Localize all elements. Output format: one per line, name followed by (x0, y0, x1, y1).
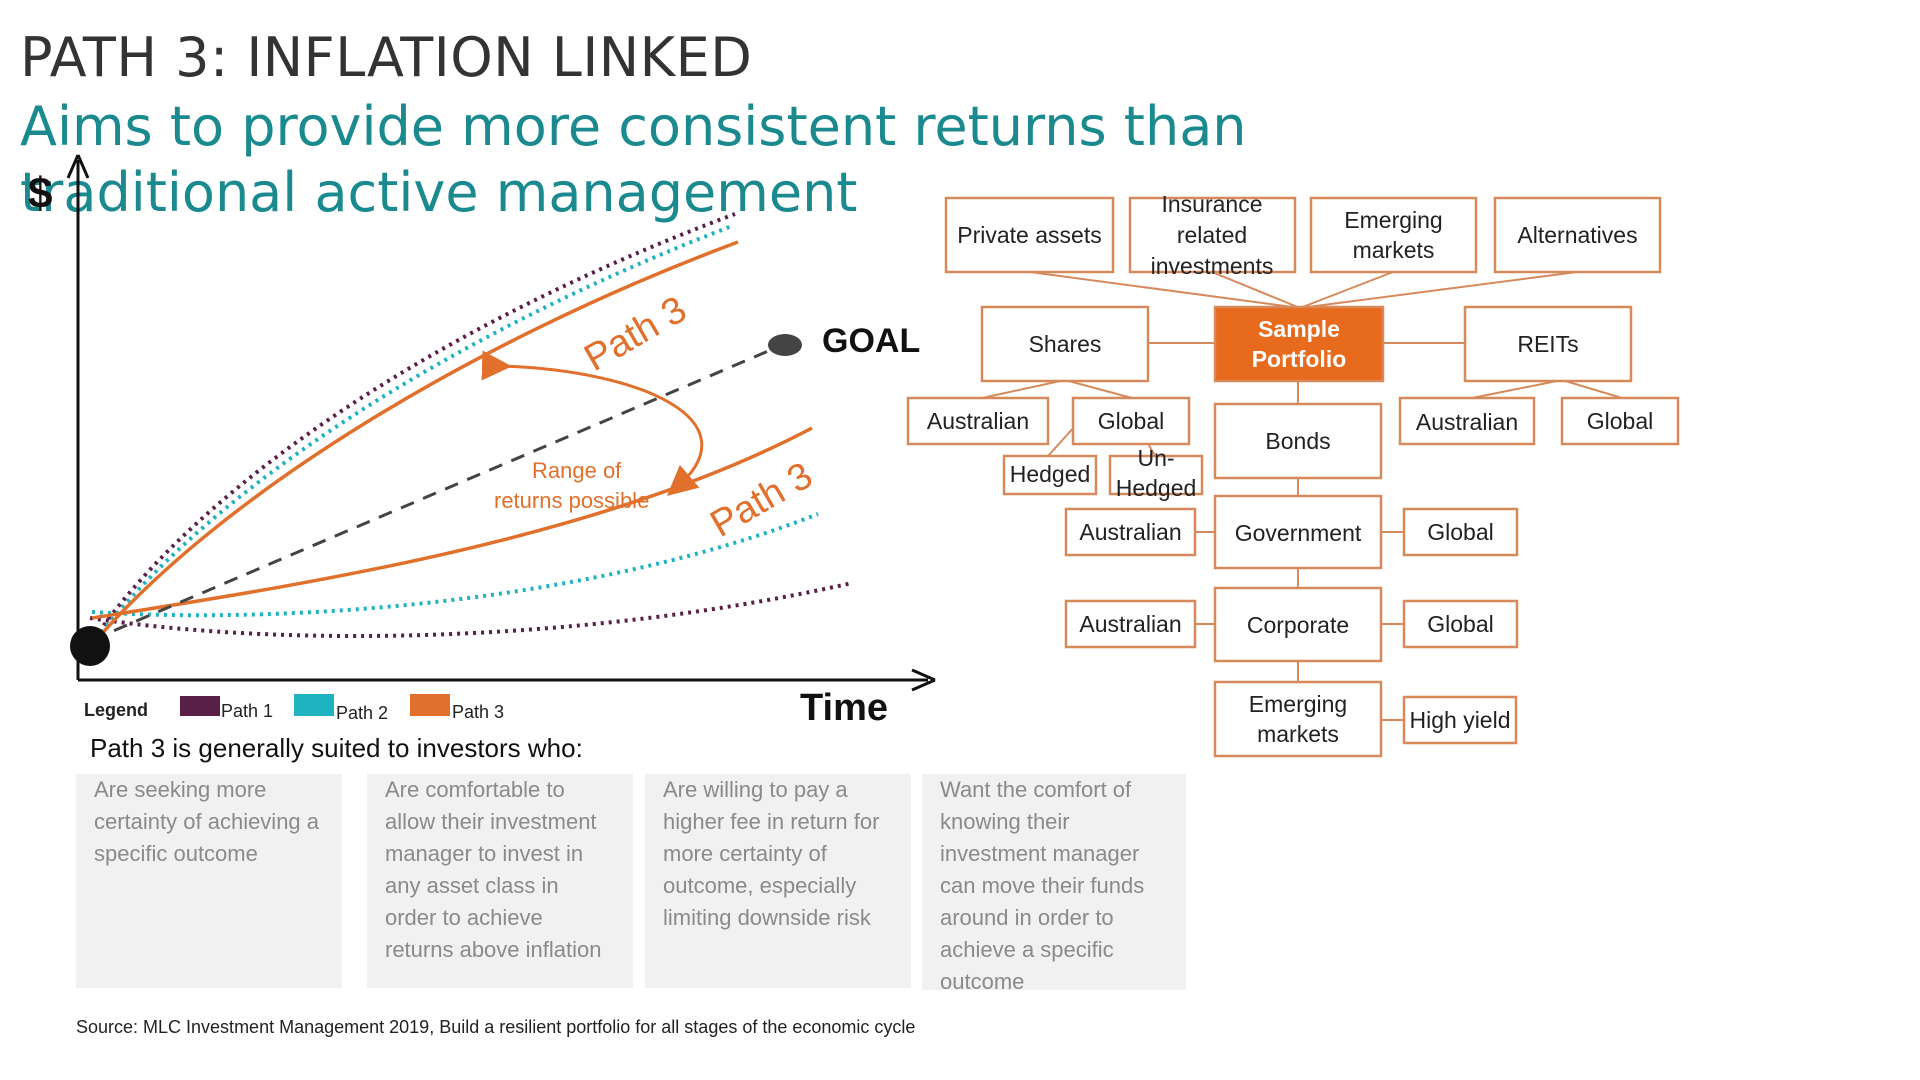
investor-card-text: Are comfortable to allow their investmen… (385, 777, 602, 962)
legend-swatch-path1 (180, 696, 220, 716)
returns-chart: $ Time GOAL Range of returns possible Pa… (28, 154, 936, 729)
svg-text:Hedged: Hedged (1116, 475, 1197, 501)
source-citation: Source: MLC Investment Management 2019, … (76, 1017, 916, 1037)
svg-text:Australian: Australian (1079, 611, 1181, 637)
shares-global-box: Global (1071, 396, 1191, 446)
svg-text:Alternatives: Alternatives (1517, 222, 1637, 248)
shares-box: Shares (980, 305, 1150, 383)
top-box-private-assets: Private assets (944, 196, 1115, 274)
svg-text:markets: markets (1353, 237, 1435, 263)
range-arc (481, 350, 704, 496)
page-subtitle: Aims to provide more consistent returns … (20, 95, 1247, 224)
range-label-line1: Range of (532, 458, 622, 483)
x-axis-label: Time (800, 687, 888, 729)
top-box-alternatives: Alternatives (1493, 196, 1662, 274)
legend-label-path1: Path 1 (221, 701, 273, 721)
svg-text:Corporate: Corporate (1247, 612, 1349, 638)
svg-text:Portfolio: Portfolio (1252, 346, 1347, 372)
investor-card: Are willing to pay a higher fee in retur… (645, 774, 911, 988)
investor-card: Are seeking more certainty of achieving … (76, 774, 342, 988)
path3-upper-line (90, 240, 739, 647)
svg-text:Bonds: Bonds (1265, 428, 1330, 454)
government-box: Government (1213, 494, 1383, 570)
suited-heading: Path 3 is generally suited to investors … (90, 733, 583, 763)
bonds-box: Bonds (1213, 402, 1383, 480)
page-title: PATH 3: INFLATION LINKED (20, 26, 753, 89)
bonds-emerging-markets-box: Emerging markets (1213, 680, 1383, 758)
svg-text:markets: markets (1257, 721, 1339, 747)
svg-text:REITs: REITs (1517, 331, 1578, 357)
path3-lower-line (91, 426, 813, 620)
range-label-line2: returns possible (494, 488, 649, 513)
svg-text:Sample: Sample (1258, 316, 1340, 342)
start-point (70, 626, 110, 666)
investor-card-text: Are willing to pay a higher fee in retur… (663, 777, 880, 930)
top-box-emerging-markets: Emerging markets (1309, 196, 1478, 274)
y-axis-label: $ (28, 169, 52, 218)
corporate-box: Corporate (1213, 586, 1383, 663)
path3-lower-label: Path 3 (704, 454, 820, 545)
svg-text:related: related (1177, 222, 1247, 248)
portfolio-tree: Private assets Insurance related investm… (906, 191, 1680, 758)
svg-text:Emerging: Emerging (1344, 207, 1442, 233)
reits-box: REITs (1463, 305, 1633, 383)
chart-legend: Legend Path 1 Path 2 Path 3 (84, 694, 504, 723)
svg-text:Shares: Shares (1029, 331, 1102, 357)
reits-australian-box: Australian (1398, 396, 1536, 446)
gov-global-box: Global (1402, 507, 1519, 557)
legend-title: Legend (84, 700, 148, 720)
tree-connectors (981, 271, 1623, 721)
path2-upper-line (90, 224, 733, 647)
investor-card-text: Are seeking more certainty of achieving … (94, 777, 320, 866)
legend-swatch-path2 (294, 694, 334, 716)
investor-card-text: Want the comfort of knowing their invest… (940, 777, 1145, 994)
svg-text:Australian: Australian (927, 408, 1029, 434)
svg-text:Australian: Australian (1079, 519, 1181, 545)
corp-australian-box: Australian (1064, 599, 1197, 649)
svg-text:Private assets: Private assets (957, 222, 1101, 248)
svg-text:High yield: High yield (1410, 707, 1511, 733)
high-yield-box: High yield (1402, 695, 1518, 745)
svg-text:Hedged: Hedged (1010, 461, 1091, 487)
svg-text:Global: Global (1587, 408, 1653, 434)
svg-text:investments: investments (1151, 253, 1274, 279)
goal-marker (768, 334, 802, 356)
x-axis-arrowhead (911, 668, 936, 692)
legend-label-path3: Path 3 (452, 702, 504, 722)
path2-lower-line (91, 512, 819, 618)
investor-card: Are comfortable to allow their investmen… (367, 774, 633, 988)
svg-text:Global: Global (1427, 519, 1493, 545)
legend-label-path2: Path 2 (336, 703, 388, 723)
shares-hedged-box: Hedged (1002, 454, 1098, 496)
shares-australian-box: Australian (906, 396, 1050, 446)
investor-card: Want the comfort of knowing their invest… (922, 774, 1186, 994)
sample-portfolio-box: Sample Portfolio (1213, 305, 1385, 383)
y-axis-arrowhead (66, 154, 90, 179)
svg-text:Global: Global (1098, 408, 1164, 434)
legend-swatch-path3 (410, 694, 450, 716)
top-box-insurance: Insurance related investments (1128, 191, 1297, 279)
gov-australian-box: Australian (1064, 507, 1197, 557)
corp-global-box: Global (1402, 599, 1519, 649)
svg-text:Insurance: Insurance (1161, 191, 1262, 217)
svg-text:Un-: Un- (1137, 445, 1174, 471)
goal-label: GOAL (822, 322, 920, 360)
path1-upper-line (88, 212, 736, 647)
shares-unhedged-box: Un- Hedged (1108, 445, 1204, 501)
svg-text:Global: Global (1427, 611, 1493, 637)
svg-text:Emerging: Emerging (1249, 691, 1347, 717)
svg-text:Government: Government (1235, 520, 1362, 546)
reits-global-box: Global (1560, 396, 1680, 446)
svg-text:Australian: Australian (1416, 409, 1518, 435)
goal-line (91, 344, 781, 642)
